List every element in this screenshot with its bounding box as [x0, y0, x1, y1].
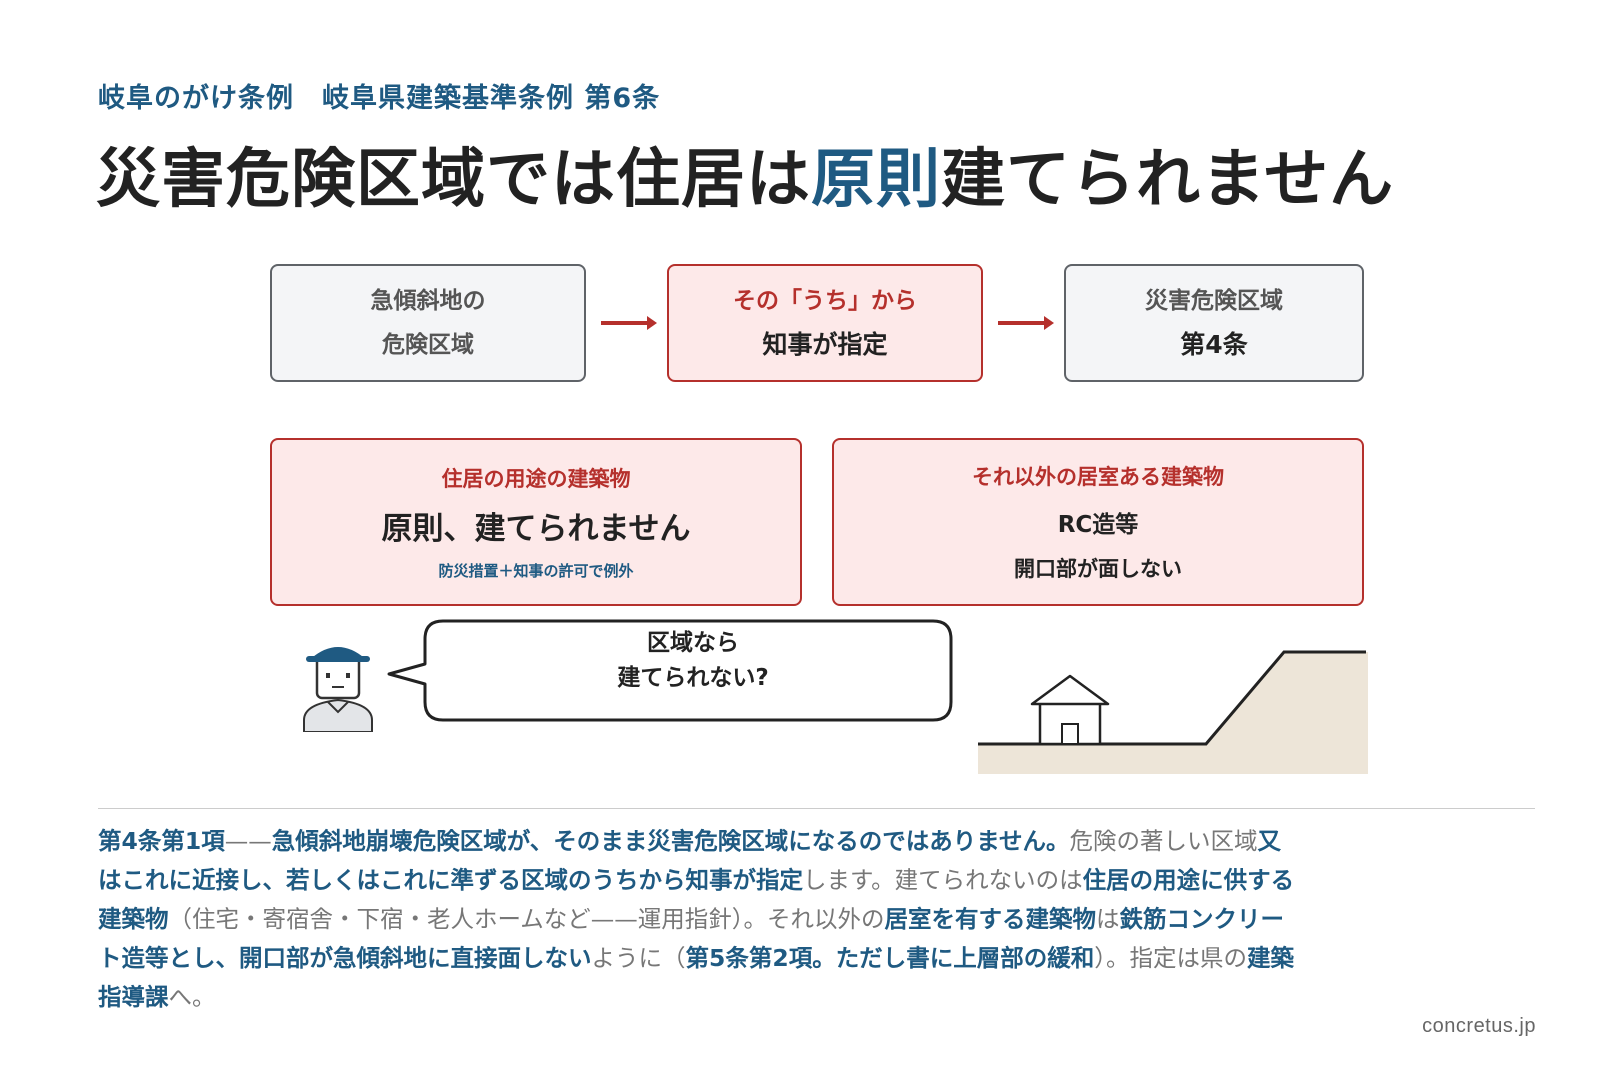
residential-building-box: 住居の用途の建築物 原則、建てられません 防災措置＋知事の許可で例外 [270, 438, 802, 606]
other-building-box: それ以外の居室ある建築物 RC造等 開口部が面しない [832, 438, 1364, 606]
box2-line2: 知事が指定 [762, 330, 888, 359]
page-title: 災害危険区域では住居は原則建てられません [96, 128, 1394, 220]
para-s8: 建築指導課 [98, 944, 1294, 1011]
disaster-danger-zone-box: 災害危険区域 第4条 [1064, 264, 1364, 382]
flow-arrow-2 [998, 316, 1054, 330]
box3-line1: 災害危険区域 [1145, 288, 1283, 314]
bubble-text: 区域なら 建てられない? [436, 626, 950, 696]
other-label: それ以外の居室ある建築物 [972, 465, 1224, 489]
para-s3: 又はこれに近接し、若しくはこれに準ずる区域のうちから知事が指定 [98, 827, 1282, 894]
residential-label: 住居の用途の建築物 [441, 467, 631, 491]
title-post: 建てられません [941, 143, 1395, 217]
box1-line2: 危険区域 [382, 332, 474, 358]
box2-line1: その「うち」から [733, 288, 917, 314]
para-s2: 急傾斜地崩壊危険区域が、そのまま災害危険区域になるのではありません。 [271, 827, 1070, 855]
steep-slope-danger-zone-box: 急傾斜地の 危険区域 [270, 264, 586, 382]
para-s1: 第4条第1項 [98, 827, 225, 855]
divider [98, 808, 1535, 809]
governor-designation-box: その「うち」から 知事が指定 [667, 264, 983, 382]
slope-house-illustration [978, 650, 1368, 774]
para-t8: へ。 [168, 983, 216, 1011]
other-line2: 開口部が面しない [1014, 557, 1182, 581]
para-s7: 第5条第2項。ただし書に上層部の緩和 [685, 944, 1095, 972]
other-line1: RC造等 [1057, 512, 1139, 538]
explanation-paragraph: 第4条第1項——急傾斜地崩壊危険区域が、そのまま災害危険区域になるのではありませ… [98, 822, 1298, 1017]
para-t4: （住宅・寄宿舎・下宿・老人ホームなど——運用指針）。それ以外の [168, 905, 885, 933]
para-s4: 住居の用途に供する建築物 [98, 866, 1295, 933]
person-icon [303, 647, 373, 732]
residential-note: 防災措置＋知事の許可で例外 [438, 562, 634, 580]
para-t7: ）。指定は県の [1094, 944, 1247, 972]
para-t2: 危険の著しい区域 [1069, 827, 1258, 855]
para-s6: 鉄筋コンクリート造等とし、開口部が急傾斜地に直接面しない [98, 905, 1285, 972]
bubble-line1: 区域なら [647, 630, 739, 656]
para-t3: します。建てられないのは [803, 866, 1083, 894]
para-t5: は [1096, 905, 1120, 933]
para-s5: 居室を有する建築物 [884, 905, 1097, 933]
para-t1: —— [224, 827, 272, 855]
box1-line1: 急傾斜地の [370, 288, 486, 314]
title-pre: 災害危険区域では住居は [96, 143, 811, 217]
bubble-line2: 建てられない? [617, 665, 769, 691]
box3-line2: 第4条 [1180, 330, 1248, 359]
residential-main: 原則、建てられません [381, 511, 691, 547]
para-t6: ように（ [591, 944, 686, 972]
flow-arrow-1 [601, 316, 657, 330]
speech-bubble [387, 619, 953, 722]
title-highlight: 原則 [811, 143, 941, 217]
subtitle: 岐阜のがけ条例 岐阜県建築基準条例 第6条 [98, 83, 661, 114]
site-credit: concretus.jp [1422, 1015, 1536, 1037]
